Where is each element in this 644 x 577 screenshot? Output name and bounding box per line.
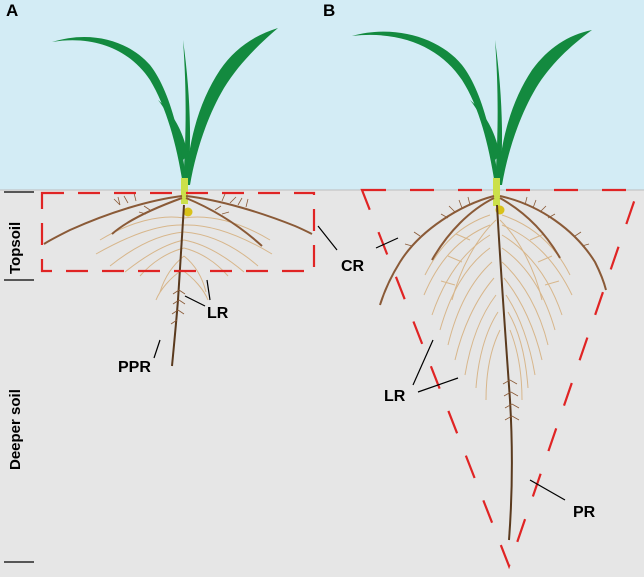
cr-leader-a <box>317 225 338 251</box>
ppr-leader <box>153 339 161 359</box>
panel-b-lateral-roots <box>423 214 573 401</box>
panel-a-lateral-roots <box>95 216 273 301</box>
lr-label-b: LR <box>384 388 406 405</box>
panel-b-depth-triangle <box>360 188 640 570</box>
deeper-soil-label: Deeper soil <box>7 389 24 470</box>
lr-leader-a2 <box>206 279 211 301</box>
panel-a-plant <box>40 28 316 367</box>
panel-a-root-hairs <box>113 192 249 215</box>
topsoil-label: Topsoil <box>7 222 24 274</box>
panel-a-shoot <box>52 28 278 185</box>
leader-lines <box>4 191 566 563</box>
lr-leader-b2 <box>417 377 459 393</box>
panel-b-stem-base <box>493 178 500 206</box>
panel-b-root-hairs <box>404 196 590 247</box>
panel-b-primary-root-hairs <box>502 379 520 421</box>
panel-a-seed <box>183 207 193 217</box>
panel-b-shoot <box>352 30 592 186</box>
lr-leader-b1 <box>412 339 434 386</box>
panel-a-stem-base <box>181 178 188 204</box>
panel-b-crown-roots <box>379 195 607 306</box>
lr-label-a: LR <box>207 305 229 322</box>
ppr-label: PPR <box>118 359 151 376</box>
soil-background <box>0 190 644 577</box>
panel-a-crown-roots <box>43 195 313 247</box>
lr-leader-a <box>184 295 206 307</box>
cr-leader-b <box>375 237 399 249</box>
panel-a-topsoil-box <box>40 191 316 273</box>
panel-b-primary-root <box>496 204 513 541</box>
panel-b-plant <box>352 30 640 570</box>
panel-a-primary-root <box>171 204 185 367</box>
sky-background <box>0 0 644 190</box>
cr-label: CR <box>341 258 365 275</box>
panel-b-label: B <box>323 1 335 20</box>
panel-a-label: A <box>6 1 18 20</box>
panel-a-primary-root-hairs <box>170 289 186 325</box>
pr-leader <box>529 479 566 501</box>
pr-label: PR <box>573 504 596 521</box>
